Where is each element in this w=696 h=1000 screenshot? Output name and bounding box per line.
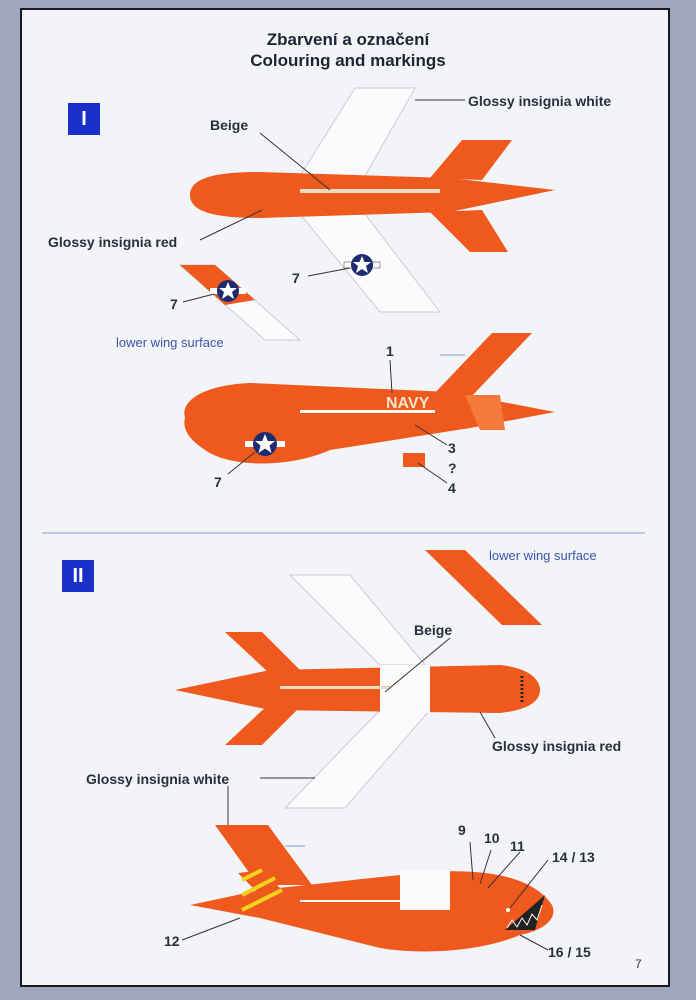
- illustration-part: [227, 451, 256, 475]
- section-badge-2: II: [62, 560, 94, 592]
- label-beige-1: Beige: [210, 117, 249, 133]
- illustration-part: [225, 632, 302, 672]
- illustration-part: [479, 711, 496, 739]
- profile-2-side-view: [181, 825, 554, 952]
- tail-fin: [215, 825, 312, 885]
- illustration-part: [469, 841, 474, 881]
- illustration-part: [417, 462, 448, 484]
- illustration-part: [389, 359, 393, 394]
- label-glossy-white-2: Glossy insignia white: [86, 771, 230, 787]
- callout-3: 3: [448, 440, 456, 456]
- decal-4: [403, 453, 425, 467]
- upper-wing-white: [299, 87, 416, 177]
- profile-2-top-view: [175, 574, 540, 825]
- label-lower-wing-1: lower wing surface: [116, 335, 224, 350]
- fuselage: [190, 871, 554, 952]
- illustration-part: [300, 900, 400, 902]
- illustration-part: [519, 934, 549, 951]
- illustration-part: [307, 267, 351, 277]
- label-beige-2: Beige: [414, 622, 453, 638]
- beige-stripe: [300, 189, 440, 193]
- page-number: 7: [635, 957, 642, 971]
- callout-7-top: 7: [292, 270, 300, 286]
- tail-fin: [430, 333, 532, 398]
- illustration-part: [241, 868, 263, 882]
- callout-1: 1: [386, 343, 394, 359]
- label-glossy-white-1: Glossy insignia white: [468, 93, 612, 109]
- illustration-part: [353, 256, 371, 273]
- callout-question: ?: [448, 460, 457, 476]
- section-badge-1: I: [68, 103, 100, 135]
- shark-teeth: [505, 895, 545, 930]
- illustration-part: [241, 876, 276, 897]
- leader-beige: [259, 132, 331, 191]
- illustration-part: [487, 851, 521, 889]
- fuselage: [190, 172, 555, 218]
- upper-wing-white: [288, 574, 427, 666]
- callout-14-13: 14 / 13: [552, 849, 595, 865]
- illustration-part: [465, 395, 505, 430]
- lower-wing-panel-2: [425, 550, 542, 625]
- illustration-part: [225, 705, 302, 745]
- label-lower-wing-2: lower wing surface: [489, 548, 597, 563]
- illustration-part: [180, 265, 255, 305]
- callout-9: 9: [458, 822, 466, 838]
- tail-fin-upper: [430, 140, 512, 180]
- illustration-part: [245, 432, 285, 456]
- profile-1-side-view: NAVY: [184, 333, 556, 484]
- leader-red: [199, 209, 263, 241]
- tail-fin-lower: [430, 210, 508, 252]
- callout-7-side: 7: [214, 474, 222, 490]
- profile-1-top-view: [190, 87, 555, 313]
- illustration-part: [210, 280, 246, 302]
- illustration-part: [506, 904, 543, 929]
- label-glossy-red-2: Glossy insignia red: [492, 738, 622, 754]
- lower-wing-panel-1: [178, 264, 302, 341]
- callout-16-15: 16 / 15: [548, 944, 591, 960]
- callout-11: 11: [510, 838, 525, 854]
- insignia-star: [343, 254, 381, 276]
- title-english: Colouring and markings: [250, 51, 446, 70]
- illustration-part: [400, 870, 450, 910]
- illustration-part: [300, 410, 435, 413]
- illustration-part: [280, 686, 390, 689]
- illustration-part: [181, 917, 241, 941]
- illustration-part: [506, 908, 510, 912]
- callout-10: 10: [484, 830, 500, 846]
- callout-12: 12: [164, 933, 180, 949]
- lower-wing-white: [283, 709, 432, 809]
- callout-4: 4: [448, 480, 456, 496]
- illustration-part: [219, 282, 237, 299]
- illustration-part: [425, 550, 542, 625]
- illustration-part: [479, 849, 492, 885]
- illustration-part: [182, 293, 215, 303]
- illustration-part: [509, 859, 549, 909]
- illustration-part: [255, 434, 275, 453]
- title-czech: Zbarvení a označení: [266, 30, 430, 49]
- yellow-stripes: [238, 868, 283, 912]
- callout-7-panel: 7: [170, 296, 178, 312]
- navy-marking: NAVY: [386, 395, 430, 412]
- illustration-part: [241, 888, 283, 912]
- illustration-part: [384, 637, 451, 693]
- label-glossy-red-1: Glossy insignia red: [48, 234, 178, 250]
- illustration-part: [414, 424, 448, 446]
